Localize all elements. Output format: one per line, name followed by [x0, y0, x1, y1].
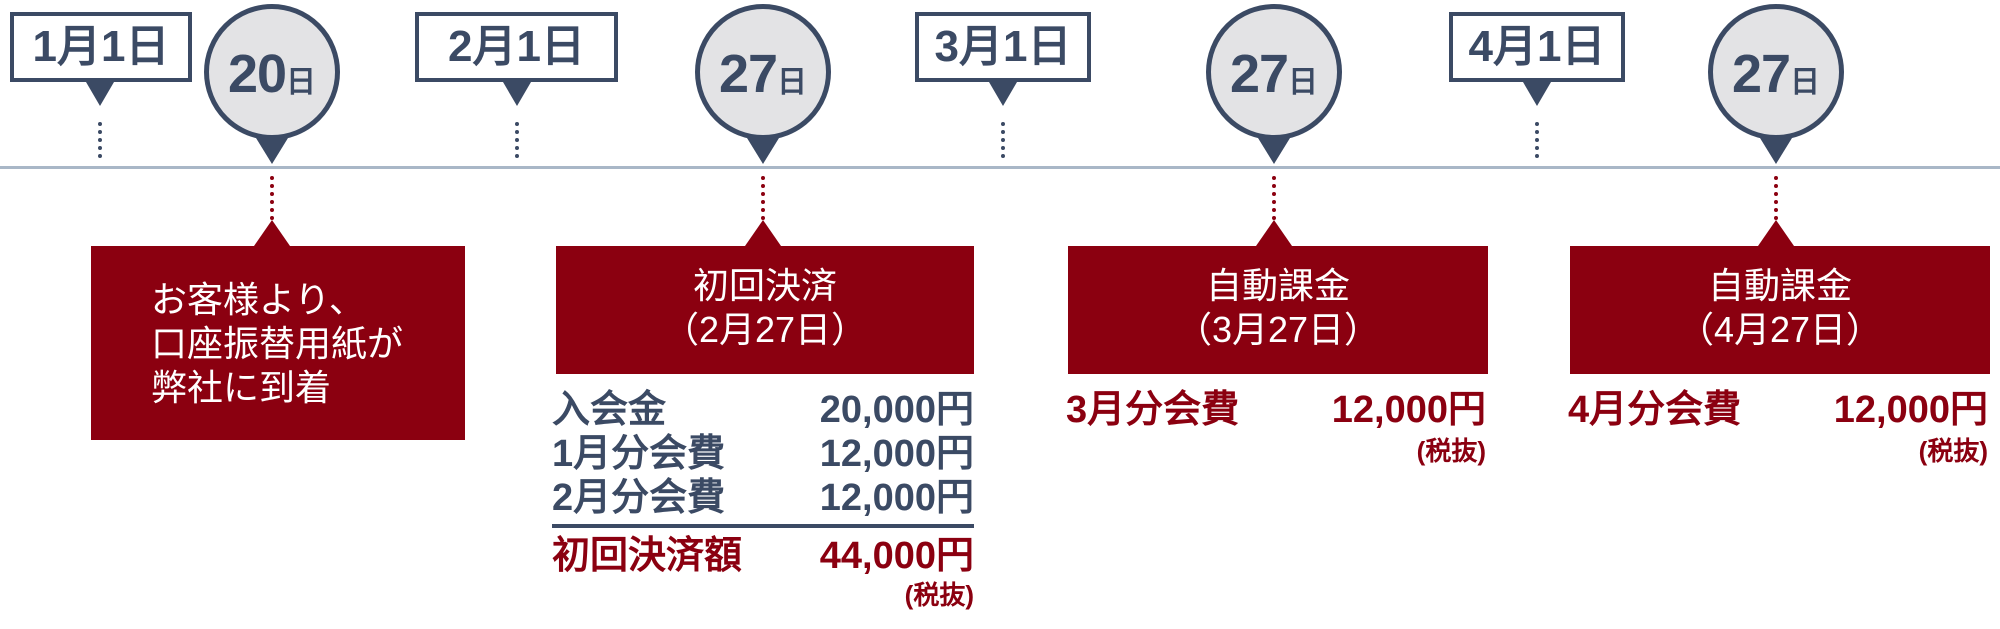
fee-row-mar: 3月分会費 12,000円: [1066, 388, 1486, 432]
day-circle-20: 20日: [204, 4, 340, 140]
tax-note: (税抜): [1918, 436, 1988, 466]
timeline-axis: [0, 166, 2000, 169]
fee-amount: 12,000円: [1331, 389, 1486, 431]
day-unit: 日: [286, 66, 317, 99]
april-fee: 4月分会費 12,000円 (税抜): [1568, 388, 1988, 478]
day-circle-pointer: [1760, 138, 1792, 164]
month-label-mar: 3月1日: [915, 12, 1091, 82]
event-pointer: [1256, 220, 1292, 246]
month-pointer-mar: [989, 82, 1017, 106]
month-label-jan: 1月1日: [10, 12, 192, 82]
fee-row-total: 初回決済額 44,000円: [552, 534, 974, 578]
month-dotted-connector-mar: [1001, 122, 1005, 158]
event-pointer: [254, 220, 290, 246]
event-text-line: 口座振替用紙が: [151, 323, 404, 364]
fee-amount: 12,000円: [1833, 389, 1988, 431]
month-dotted-connector-jan: [98, 122, 102, 158]
day-circle-pointer: [1258, 138, 1290, 164]
fee-label: 3月分会費: [1066, 389, 1240, 431]
month-pointer-feb: [503, 82, 531, 106]
fee-row-feb: 2月分会費 12,000円: [552, 476, 974, 520]
total-separator: [552, 524, 974, 528]
month-dotted-connector-apr: [1535, 122, 1539, 158]
event-text-line: （3月27日）: [1175, 309, 1381, 350]
day-unit: 日: [1288, 66, 1319, 99]
fee-label: 入会金: [552, 389, 667, 431]
total-amount: 44,000円: [819, 535, 974, 577]
month-pointer-jan: [86, 82, 114, 106]
fee-amount: 20,000円: [819, 389, 974, 431]
day-unit: 日: [777, 66, 808, 99]
day-unit: 日: [1790, 66, 1821, 99]
month-label-feb: 2月1日: [415, 12, 618, 82]
fee-row-jan: 1月分会費 12,000円: [552, 432, 974, 476]
tax-note: (税抜): [904, 580, 974, 610]
fee-label: 4月分会費: [1568, 389, 1742, 431]
month-pointer-apr: [1523, 82, 1551, 106]
march-fee: 3月分会費 12,000円 (税抜): [1066, 388, 1486, 478]
day-circle-27-mar: 27日: [1206, 4, 1342, 140]
fee-amount: 12,000円: [819, 477, 974, 519]
month-label-apr: 4月1日: [1449, 12, 1625, 82]
day-circle-27-apr: 27日: [1708, 4, 1844, 140]
first-payment-breakdown: 入会金 20,000円 1月分会費 12,000円 2月分会費 12,000円 …: [552, 388, 974, 618]
day-number: 20: [227, 44, 287, 104]
month-dotted-connector-feb: [515, 122, 519, 158]
day-number: 27: [718, 44, 778, 104]
fee-row-enrollment: 入会金 20,000円: [552, 388, 974, 432]
total-label: 初回決済額: [552, 535, 743, 577]
event-box-auto-charge-apr: 自動課金 （4月27日）: [1570, 246, 1990, 374]
day-circle-pointer: [747, 138, 779, 164]
event-text-line: （2月27日）: [662, 309, 868, 350]
event-text-line: （4月27日）: [1677, 309, 1883, 350]
event-text-line: 弊社に到着: [151, 367, 332, 408]
event-text-line: 自動課金: [1707, 265, 1852, 306]
event-box-first-payment: 初回決済 （2月27日）: [556, 246, 974, 374]
event-text-line: 初回決済: [692, 265, 837, 306]
day-dotted-connector: [761, 176, 765, 220]
event-text-line: 自動課金: [1205, 265, 1350, 306]
day-dotted-connector: [1272, 176, 1276, 220]
day-dotted-connector: [270, 176, 274, 220]
fee-amount: 12,000円: [819, 433, 974, 475]
event-box-form-arrival: お客様より、 口座振替用紙が 弊社に到着: [91, 246, 465, 440]
tax-note: (税抜): [1416, 436, 1486, 466]
event-box-auto-charge-mar: 自動課金 （3月27日）: [1068, 246, 1488, 374]
day-number: 27: [1731, 44, 1791, 104]
event-text-line: お客様より、: [151, 279, 365, 320]
day-circle-pointer: [256, 138, 288, 164]
fee-row-apr: 4月分会費 12,000円: [1568, 388, 1988, 432]
event-pointer: [745, 220, 781, 246]
day-number: 27: [1229, 44, 1289, 104]
event-pointer: [1758, 220, 1794, 246]
day-circle-27-feb: 27日: [695, 4, 831, 140]
fee-label: 1月分会費: [552, 433, 726, 475]
fee-label: 2月分会費: [552, 477, 726, 519]
day-dotted-connector: [1774, 176, 1778, 220]
